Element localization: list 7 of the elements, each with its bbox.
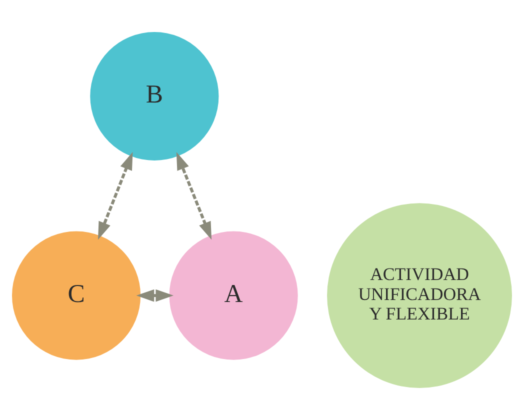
node-circle: C [12, 231, 141, 360]
arrow [98, 152, 133, 240]
arrow [136, 289, 174, 302]
arrow [176, 152, 212, 240]
node-circle: B [90, 32, 219, 161]
node-circle: A [169, 231, 298, 360]
node-circle: ACTIVIDAD UNIFICADORA Y FLEXIBLE [327, 203, 512, 388]
